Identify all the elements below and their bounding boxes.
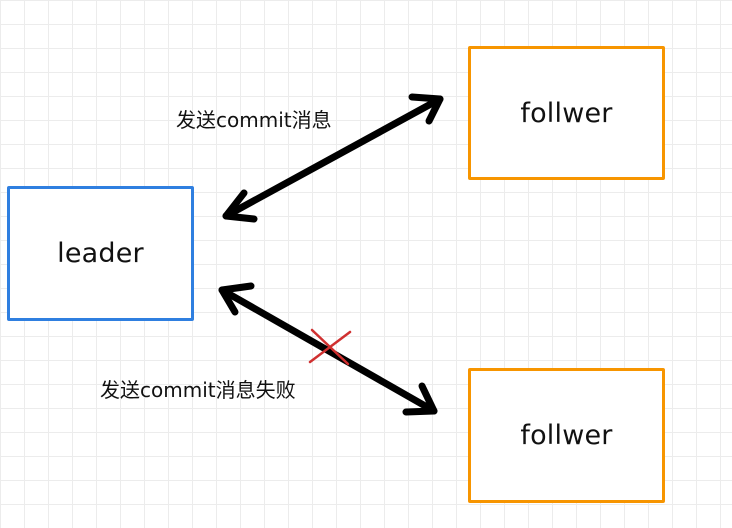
commit-arrow-head-follower — [408, 93, 444, 125]
follower-label-top: follwer — [520, 97, 613, 129]
commit-fail-arrow-head-follower — [402, 382, 438, 416]
commit-fail-arrow-shaft — [218, 286, 438, 415]
commit-arrow-head-leader — [222, 189, 258, 223]
failure-x-icon — [308, 328, 352, 366]
commit-fail-arrow-head-leader — [218, 282, 255, 316]
leader-label: leader — [57, 238, 144, 269]
commit-arrow-shaft — [222, 95, 444, 220]
commit-arrow — [222, 93, 444, 223]
follower-node-top: follwer — [468, 46, 665, 180]
leader-node: leader — [7, 186, 194, 321]
commit-fail-message-label: 发送commit消息失败 — [100, 378, 296, 402]
commit-fail-arrow — [218, 282, 438, 416]
follower-node-bottom: follwer — [468, 368, 665, 503]
follower-label-bottom: follwer — [520, 420, 613, 451]
commit-message-label: 发送commit消息 — [176, 108, 332, 132]
